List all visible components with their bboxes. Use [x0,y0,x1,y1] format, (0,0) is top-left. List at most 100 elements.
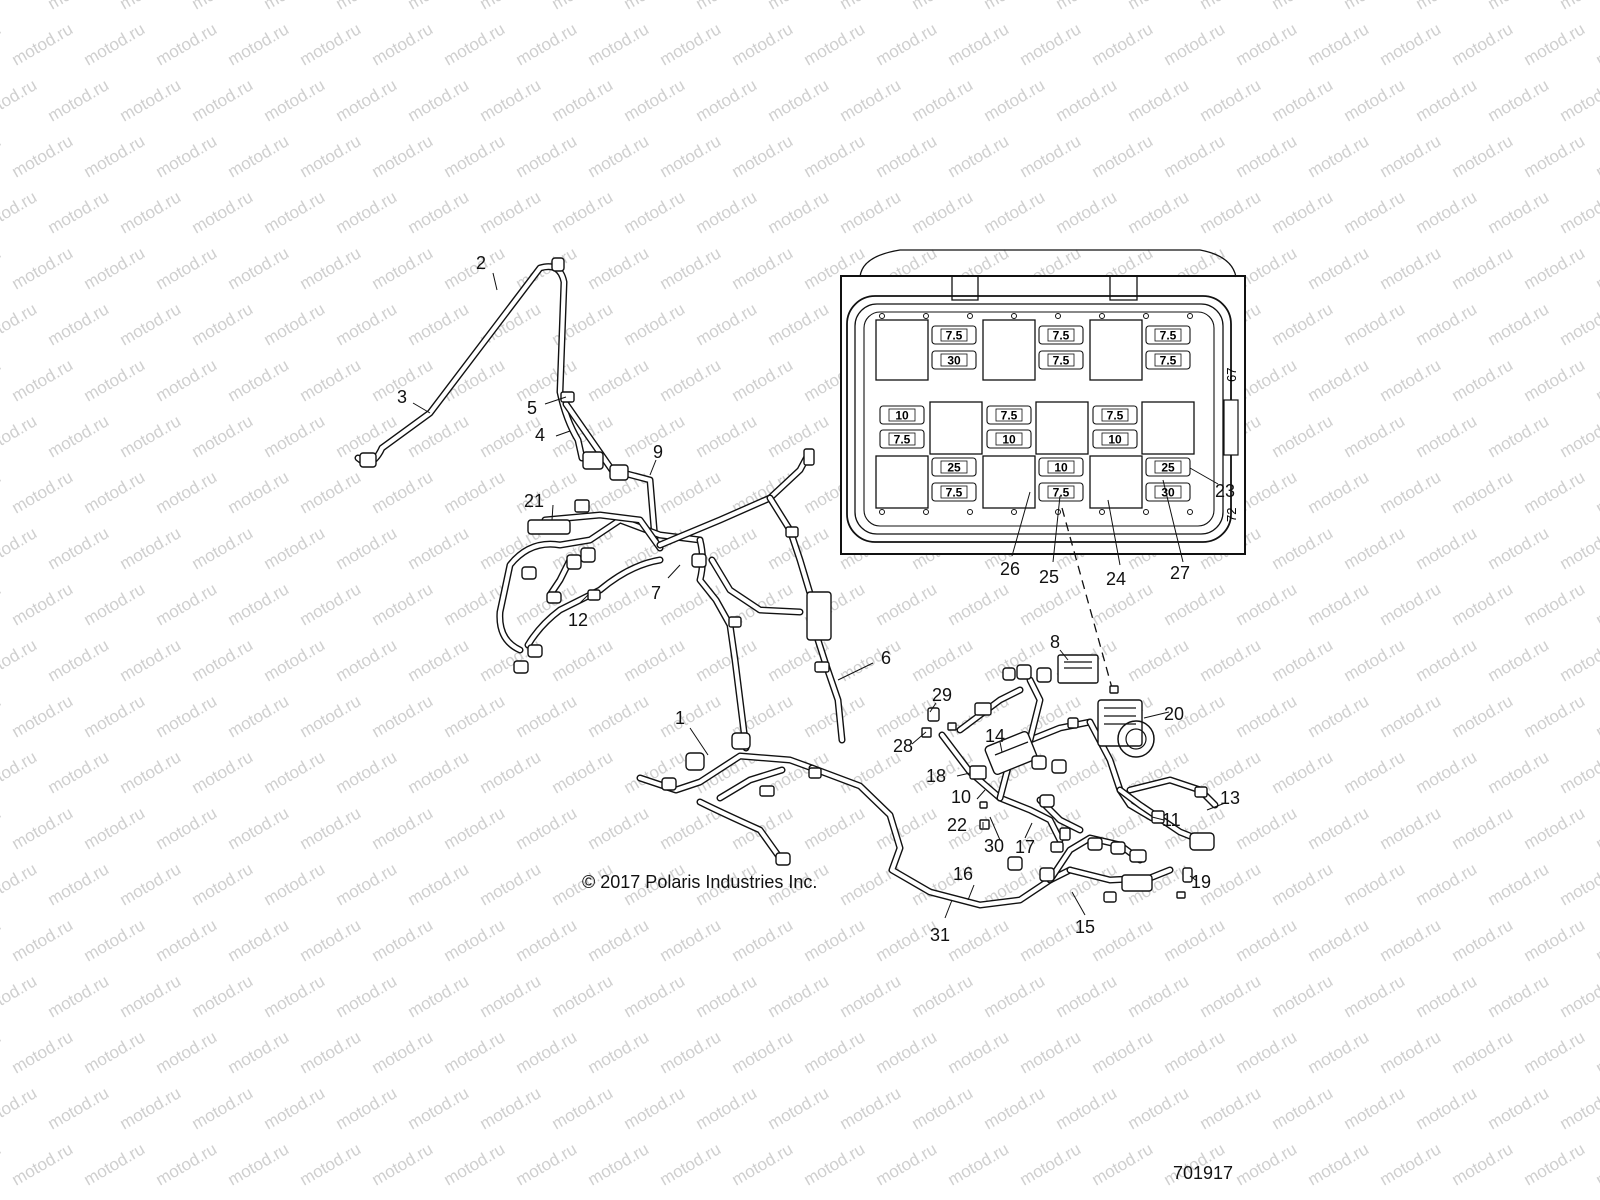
watermark-text: motod.ru [1341,971,1409,1021]
watermark-text: motod.ru [225,131,293,181]
watermark-text: motod.ru [1341,0,1409,13]
watermark-text: motod.ru [909,635,977,685]
watermark-text: motod.ru [189,299,257,349]
watermark-text: motod.ru [1377,691,1445,741]
watermark-text: motod.ru [1485,523,1553,573]
watermark-text: motod.ru [117,187,185,237]
watermark-text: motod.ru [765,75,833,125]
watermark-text: motod.ru [1161,1027,1229,1077]
watermark-text: motod.ru [117,747,185,797]
watermark-text: motod.ru [513,19,581,69]
wire-harness-segment [354,263,586,466]
relay-slot [929,401,983,455]
watermark-text: motod.ru [0,131,4,181]
watermark-text: motod.ru [1377,803,1445,853]
relay-slot [982,455,1036,509]
watermark-text: motod.ru [297,579,365,629]
watermark-text: motod.ru [1269,747,1337,797]
watermark-text: motod.ru [981,971,1049,1021]
watermark-text: motod.ru [621,1083,689,1133]
watermark-text: motod.ru [9,243,77,293]
watermark-text: motod.ru [513,803,581,853]
watermark-text: motod.ru [1557,411,1600,461]
watermark-text: motod.ru [657,355,725,405]
watermark-text: motod.ru [0,635,40,685]
fuse-rating: 30 [1161,486,1175,500]
watermark-text: motod.ru [9,467,77,517]
watermark-text: motod.ru [0,579,4,629]
watermark-text: motod.ru [261,747,329,797]
watermark-text: motod.ru [657,131,725,181]
watermark-text: motod.ru [45,0,113,13]
watermark-text: motod.ru [909,971,977,1021]
watermark-text: motod.ru [297,1027,365,1077]
watermark-text: motod.ru [117,75,185,125]
callout-23: 23 [1215,481,1235,501]
watermark-text: motod.ru [441,19,509,69]
watermark-text: motod.ru [909,187,977,237]
watermark-text: motod.ru [1413,971,1481,1021]
watermark-text: motod.ru [1197,1083,1265,1133]
fuse-rating: 7.5 [946,486,963,500]
watermark-text: motod.ru [1413,299,1481,349]
watermark-text: motod.ru [261,187,329,237]
watermark-text: motod.ru [693,971,761,1021]
watermark-text: motod.ru [405,1083,473,1133]
watermark-text: motod.ru [477,859,545,909]
fuse-rating: 7.5 [1053,486,1070,500]
part-number: 701917 [1173,1163,1233,1183]
watermark-text: motod.ru [1053,187,1121,237]
watermark-text: motod.ru [1377,579,1445,629]
watermark-text: motod.ru [297,691,365,741]
fuse-rating: 7.5 [1160,329,1177,343]
watermark-text: motod.ru [297,355,365,405]
watermark-text: motod.ru [1305,915,1373,965]
watermark-text: motod.ru [81,131,149,181]
watermark-text: motod.ru [1197,971,1265,1021]
watermark-text: motod.ru [657,579,725,629]
watermark-text: motod.ru [1557,75,1600,125]
watermark-text: motod.ru [333,1083,401,1133]
watermark-text: motod.ru [549,187,617,237]
watermark-text: motod.ru [945,1139,1013,1189]
fuse-rating: 10 [1108,433,1122,447]
watermark-text: motod.ru [45,1083,113,1133]
watermark-text: motod.ru [441,131,509,181]
watermark-text: motod.ru [837,75,905,125]
watermark-text: motod.ru [333,75,401,125]
watermark-text: motod.ru [1521,579,1589,629]
watermark-text: motod.ru [1593,803,1600,853]
watermark-text: motod.ru [1377,355,1445,405]
watermark-text: motod.ru [1485,299,1553,349]
watermark-text: motod.ru [225,691,293,741]
watermark-text: motod.ru [1161,915,1229,965]
callout-26: 26 [1000,559,1020,579]
side-label-67: 67 [1224,368,1239,382]
callout-14: 14 [985,726,1005,746]
fuse-rating: 25 [947,461,961,475]
watermark-text: motod.ru [1593,19,1600,69]
watermark-text: motod.ru [1413,747,1481,797]
watermark-text: motod.ru [1557,635,1600,685]
watermark-text: motod.ru [153,467,221,517]
watermark-text: motod.ru [405,411,473,461]
watermark-text: motod.ru [1269,411,1337,461]
watermark-text: motod.ru [153,1139,221,1189]
watermark-text: motod.ru [1233,691,1301,741]
watermark-text: motod.ru [1089,1027,1157,1077]
watermark-text: motod.ru [81,243,149,293]
watermark-text: motod.ru [333,0,401,13]
watermark-text: motod.ru [657,691,725,741]
watermark-text: motod.ru [801,915,869,965]
watermark-text: motod.ru [1269,299,1337,349]
callout-9: 9 [653,442,663,462]
watermark-text: motod.ru [1521,803,1589,853]
watermark-text: motod.ru [441,915,509,965]
watermark-text: motod.ru [297,803,365,853]
watermark-text: motod.ru [909,75,977,125]
watermark-text: motod.ru [585,19,653,69]
watermark-text: motod.ru [1233,803,1301,853]
watermark-text: motod.ru [657,1027,725,1077]
watermark-text: motod.ru [1305,579,1373,629]
